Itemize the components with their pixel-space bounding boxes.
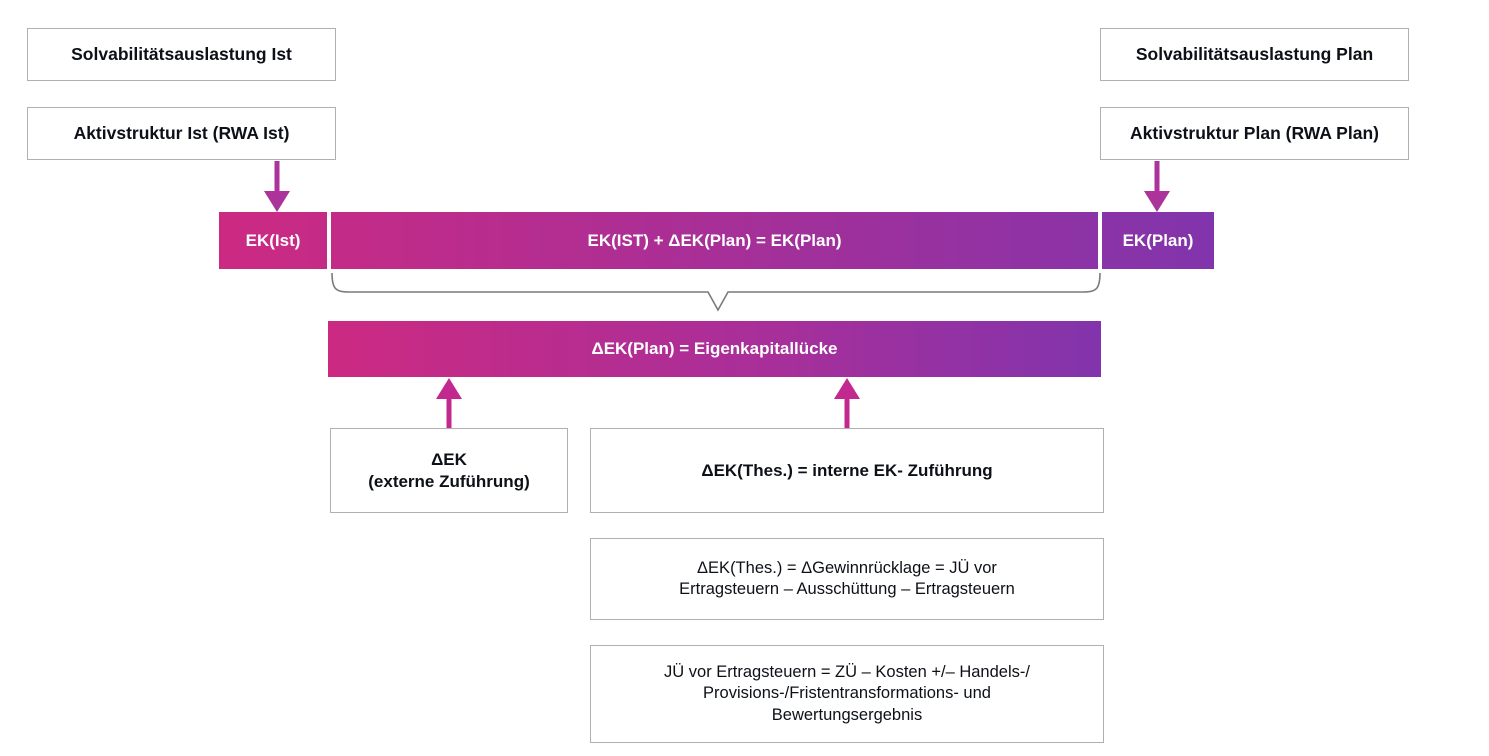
bar-segment-equity-plan: EK(Plan)	[1102, 212, 1214, 269]
bar-segment-equity-plan-label: EK(Plan)	[1122, 230, 1194, 250]
arrow-up-external-icon	[436, 378, 462, 428]
box-pretax-profit-formula: JÜ vor Ertragsteuern = ZÜ – Kosten +/– H…	[590, 645, 1104, 743]
box-external-contribution-label: ΔEK (externe Zuführung)	[368, 449, 530, 491]
box-asset-structure-actual: Aktivstruktur Ist (RWA Ist)	[27, 107, 336, 160]
bar-equity-gap-label: ΔEK(Plan) = Eigenkapitallücke	[591, 339, 838, 358]
bar-segment-equity-equation-label: EK(IST) + ΔEK(Plan) = EK(Plan)	[587, 230, 842, 250]
box-solvency-utilization-plan: Solvabilitätsauslastung Plan	[1100, 28, 1409, 81]
box-internal-contribution: ΔEK(Thes.) = interne EK- Zuführung	[590, 428, 1104, 513]
box-asset-structure-actual-label: Aktivstruktur Ist (RWA Ist)	[73, 123, 290, 144]
arrow-down-left-icon	[264, 161, 290, 212]
box-solvency-utilization-actual: Solvabilitätsauslastung Ist	[27, 28, 336, 81]
arrow-down-right-icon	[1144, 161, 1170, 212]
box-solvency-utilization-actual-label: Solvabilitätsauslastung Ist	[71, 44, 292, 65]
arrow-up-internal-icon	[834, 378, 860, 428]
bar-segment-equity-equation: EK(IST) + ΔEK(Plan) = EK(Plan)	[331, 212, 1098, 269]
box-asset-structure-plan: Aktivstruktur Plan (RWA Plan)	[1100, 107, 1409, 160]
box-retained-earnings-formula-label: ΔEK(Thes.) = ΔGewinnrücklage = JÜ vor Er…	[679, 558, 1015, 598]
box-retained-earnings-formula: ΔEK(Thes.) = ΔGewinnrücklage = JÜ vor Er…	[590, 538, 1104, 620]
box-internal-contribution-label: ΔEK(Thes.) = interne EK- Zuführung	[701, 460, 993, 480]
bar-segment-equity-actual-label: EK(Ist)	[245, 230, 301, 250]
bar-equity-gap: ΔEK(Plan) = Eigenkapitallücke	[328, 321, 1101, 377]
brace-connector	[331, 272, 1101, 312]
box-external-contribution: ΔEK (externe Zuführung)	[330, 428, 568, 513]
box-asset-structure-plan-label: Aktivstruktur Plan (RWA Plan)	[1130, 123, 1379, 144]
box-pretax-profit-formula-label: JÜ vor Ertragsteuern = ZÜ – Kosten +/– H…	[664, 663, 1030, 724]
bar-segment-equity-actual: EK(Ist)	[219, 212, 327, 269]
box-solvency-utilization-plan-label: Solvabilitätsauslastung Plan	[1135, 44, 1374, 65]
